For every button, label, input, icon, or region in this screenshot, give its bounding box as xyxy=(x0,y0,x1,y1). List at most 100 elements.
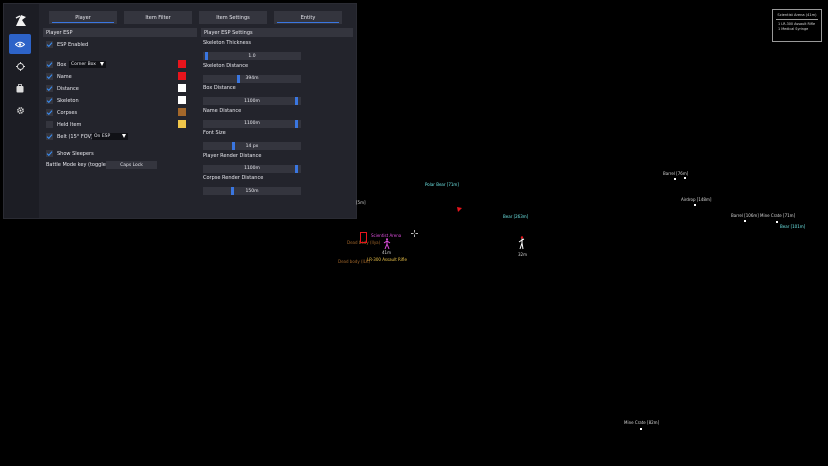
box-label: Box xyxy=(57,61,67,68)
tab-label: Item Settings xyxy=(216,14,250,21)
checkbox-unchecked-icon xyxy=(46,121,53,128)
esp-label: LR-300 Assault Rifle xyxy=(367,257,407,262)
slider[interactable]: 1100m xyxy=(203,164,301,173)
checkbox-checked-icon xyxy=(46,85,53,92)
slider-handle[interactable] xyxy=(295,97,298,105)
slider-label: Skeleton Thickness xyxy=(203,40,251,46)
checkbox-checked-icon xyxy=(46,41,53,48)
name-label: Name xyxy=(57,73,72,80)
slider[interactable]: 14 px xyxy=(203,142,301,150)
sidebar-item-visuals[interactable] xyxy=(9,34,31,54)
esp-label: Mine Crate [82m] xyxy=(624,420,660,425)
box-type-dropdown[interactable]: Corner Box xyxy=(69,61,106,68)
sidebar-item-settings[interactable] xyxy=(9,100,31,120)
esp-label: Airdrop [148m] xyxy=(681,197,712,202)
esp-marker xyxy=(744,220,746,222)
box-type-value: Corner Box xyxy=(71,62,96,67)
slider-label: Player Render Distance xyxy=(203,152,262,159)
esp-marker xyxy=(694,204,696,206)
sidebar-item-items[interactable] xyxy=(9,78,31,98)
checkbox-checked-icon xyxy=(46,109,53,116)
held-item-toggle[interactable]: Held Item xyxy=(46,120,81,129)
esp-label: Polar Bear [71m] xyxy=(425,182,459,187)
sidebar-item-aim[interactable] xyxy=(9,56,31,76)
target-name: Scientist Arena (41m) xyxy=(777,13,817,17)
box-toggle[interactable]: Box xyxy=(46,60,66,69)
held-item-color-swatch[interactable] xyxy=(178,120,186,128)
slider-label: Name Distance xyxy=(203,107,242,114)
esp-marker xyxy=(674,178,676,180)
crosshair-icon xyxy=(411,230,418,237)
player-esp-header: Player ESP xyxy=(43,28,197,37)
distance-label: Distance xyxy=(57,85,79,92)
esp-label: Scientist Arena xyxy=(371,233,402,238)
belt-mode-value: On ESP xyxy=(94,134,111,139)
chevron-down-icon xyxy=(100,62,104,66)
esp-marker xyxy=(640,428,642,430)
slider-value: 1100m xyxy=(244,98,260,104)
tab-entity[interactable]: Entity xyxy=(274,11,342,24)
slider[interactable]: 1100m xyxy=(203,97,301,105)
checkbox-checked-icon xyxy=(46,73,53,80)
slider-handle[interactable] xyxy=(295,119,298,128)
checkbox-checked-icon xyxy=(46,97,53,104)
slider-value: 1.0 xyxy=(248,53,256,59)
slider-handle[interactable] xyxy=(232,142,235,150)
esp-label: Bear [101m] xyxy=(780,224,806,229)
corpses-color-swatch[interactable] xyxy=(178,108,186,116)
slider-label: Box Distance xyxy=(203,85,236,91)
slider-handle[interactable] xyxy=(237,74,240,83)
tab-item-settings[interactable]: Item Settings xyxy=(199,11,267,24)
slider-value: 394m xyxy=(245,76,259,81)
slider[interactable]: 1.0 xyxy=(203,52,301,60)
slider[interactable]: 394m xyxy=(203,74,301,83)
tab-underline xyxy=(277,22,339,23)
red-marker-icon xyxy=(457,207,462,212)
slider[interactable]: 150m xyxy=(203,187,301,195)
slider-handle[interactable] xyxy=(295,164,298,173)
esp-enabled-toggle[interactable]: ESP Enabled xyxy=(46,40,88,49)
name-color-swatch[interactable] xyxy=(178,72,186,80)
target-item: 1 Medical Syringe xyxy=(778,27,809,31)
esp-marker xyxy=(684,177,686,179)
sidebar xyxy=(4,4,36,218)
tab-label: Player xyxy=(75,14,91,21)
tab-active-underline xyxy=(52,22,114,23)
tab-item-filter[interactable]: Item Filter xyxy=(124,11,192,24)
esp-label: [5m] xyxy=(356,200,366,205)
checkbox-checked-icon xyxy=(46,150,53,157)
show-sleepers-toggle[interactable]: Show Sleepers xyxy=(46,149,94,158)
slider-label: Skeleton Distance xyxy=(203,62,249,69)
battle-mode-key-button[interactable]: Caps Lock xyxy=(106,161,157,169)
main-content: Player Item Filter Item Settings Entity … xyxy=(39,4,356,218)
name-toggle[interactable]: Name xyxy=(46,72,72,81)
slider-handle[interactable] xyxy=(205,52,208,60)
slider-label: Corpse Render Distance xyxy=(203,175,264,181)
skeleton-color-swatch[interactable] xyxy=(178,96,186,104)
target-item: 1 LR-300 Assault Rifle xyxy=(778,22,816,26)
distance-toggle[interactable]: Distance xyxy=(46,84,79,93)
corpses-toggle[interactable]: Corpses xyxy=(46,108,77,117)
tab-label: Entity xyxy=(300,14,316,21)
slider-label: Font Size xyxy=(203,130,226,136)
tab-label: Item Filter xyxy=(145,14,171,21)
slider-value: 150m xyxy=(245,188,259,194)
skeleton-toggle[interactable]: Skeleton xyxy=(46,96,79,105)
player-skeleton-icon xyxy=(383,238,391,250)
esp-label: Bear [263m] xyxy=(503,214,529,219)
tab-player[interactable]: Player xyxy=(49,11,117,24)
esp-enabled-label: ESP Enabled xyxy=(57,41,89,48)
belt-toggle[interactable]: Belt (15° FOV) xyxy=(46,132,93,141)
gear-icon xyxy=(16,106,24,114)
belt-mode-dropdown[interactable]: On ESP xyxy=(92,133,128,140)
slider[interactable]: 1100m xyxy=(203,119,301,128)
esp-label: 32m xyxy=(518,252,527,257)
slider-value: 1100m xyxy=(244,121,260,126)
logo-icon xyxy=(13,12,29,28)
esp-label: Mine Crate [71m] xyxy=(760,213,796,218)
box-color-swatch[interactable] xyxy=(178,60,186,68)
distance-color-swatch[interactable] xyxy=(178,84,186,92)
slider-handle[interactable] xyxy=(231,187,234,195)
slider-value: 14 px xyxy=(245,143,259,149)
